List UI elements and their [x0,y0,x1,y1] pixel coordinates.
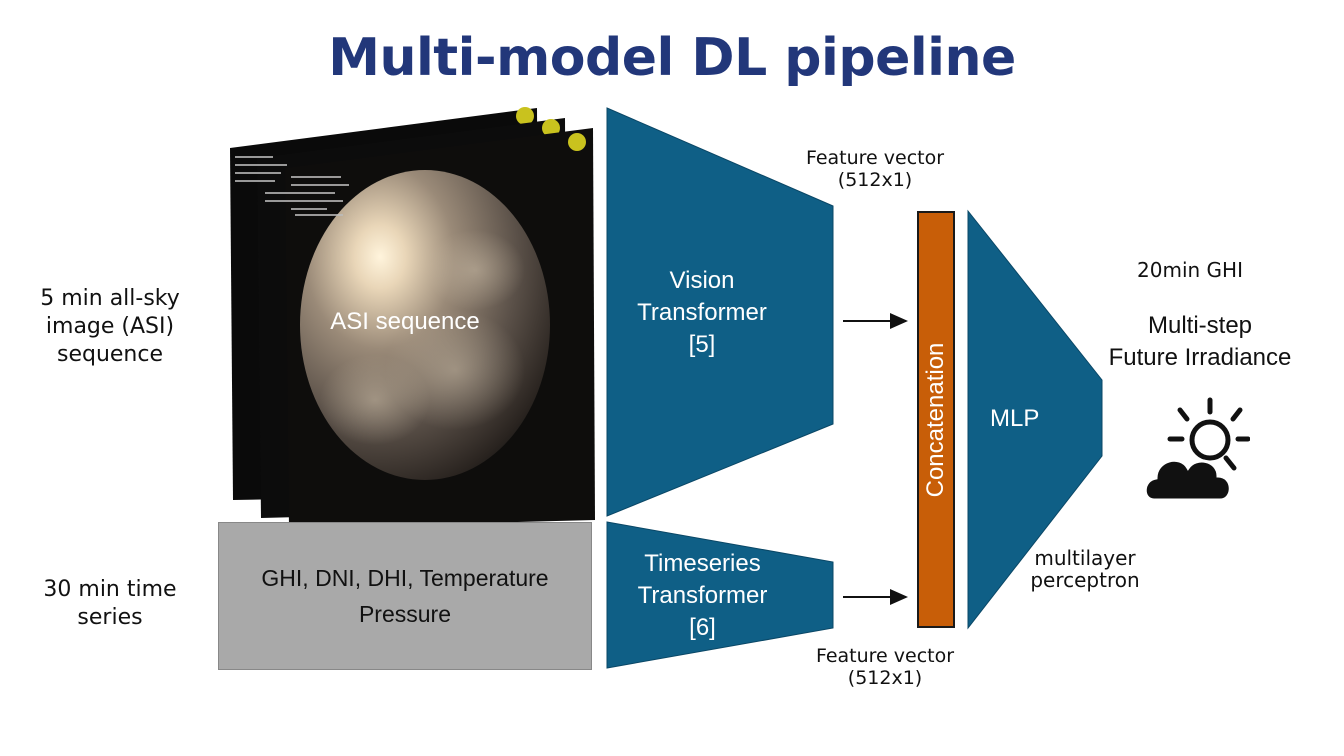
timeseries-transformer-block [606,521,834,669]
vision-transformer-label: Vision Transformer [5] [637,267,767,358]
sun-marker-middle [542,119,560,137]
concatenation-block: Concatenation [917,211,955,628]
mlp-label: MLP [990,405,1040,432]
sun-marker-front [568,133,586,151]
feature-vector-top-label: Feature vector (512x1) [805,147,945,191]
overlay-text-scribbles [235,156,349,216]
feature-vector-bottom-label: Feature vector (512x1) [815,645,955,689]
timeseries-variables-box: GHI, DNI, DHI, Temperature Pressure [218,522,592,670]
timeseries-transformer-label: Timeseries Transformer [6] [637,550,768,641]
vision-transformer-block [606,107,834,517]
page-title: Multi-model DL pipeline [328,28,1016,88]
output-description: Multi-step Future Irradiance [1108,312,1292,371]
timeseries-input-label: 30 min time series [43,577,177,630]
timeseries-variables-line-2: Pressure [358,601,452,627]
asi-image-stack [230,107,595,528]
mlp-caption: multilayer perceptron [1030,546,1140,592]
timeseries-variables-line-1: GHI, DNI, DHI, Temperature [261,565,549,591]
mlp-block [967,209,1103,630]
output-horizon: 20min GHI [1137,258,1243,282]
image-input-label: 5 min all-sky image (ASI) sequence [40,286,180,367]
sun-marker-back [516,107,534,125]
asi-sequence-label: ASI sequence [330,308,480,335]
concatenation-label: Concatenation [922,342,949,497]
partly-cloudy-icon [1143,397,1250,502]
